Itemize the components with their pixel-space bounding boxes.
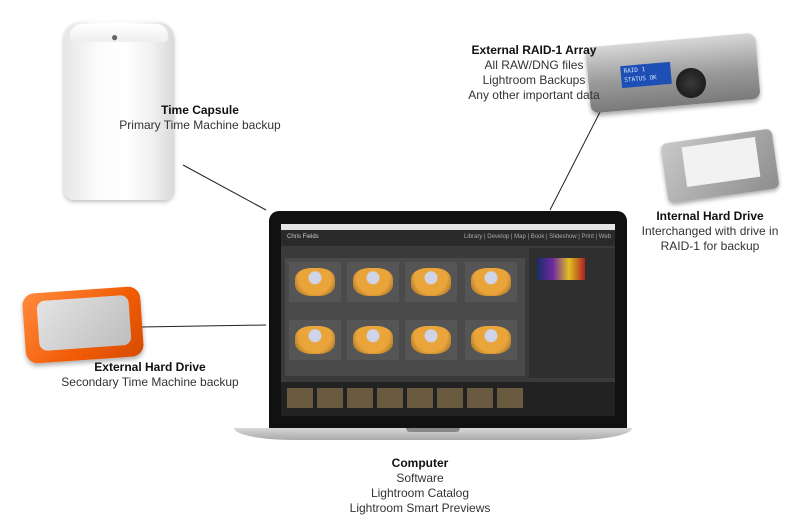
- grid-thumbnail: [289, 320, 341, 360]
- time-capsule-line-1: Primary Time Machine backup: [119, 118, 281, 132]
- filmstrip-thumbnail: [437, 388, 463, 408]
- filmstrip-thumbnail: [467, 388, 493, 408]
- grid-thumbnail: [289, 262, 341, 302]
- grid-thumbnail: [405, 262, 457, 302]
- raid-control-button-icon: [676, 68, 706, 98]
- lightroom-module-picker: Library | Develop | Map | Book | Slidesh…: [464, 234, 611, 240]
- external-hard-drive-cover: [36, 294, 132, 352]
- laptop-screen: Chris Fields Library | Develop | Map | B…: [281, 224, 615, 416]
- computer-title: Computer: [391, 456, 449, 470]
- laptop-base-notch: [406, 428, 460, 432]
- filmstrip-thumbnail: [287, 388, 313, 408]
- external-hdd-title: External Hard Drive: [94, 360, 206, 374]
- apple-logo-icon: ●: [111, 30, 119, 44]
- internal-hdd-line-2: RAID-1 for backup: [660, 239, 760, 253]
- grid-thumbnail: [465, 320, 517, 360]
- grid-thumbnail: [347, 320, 399, 360]
- time-capsule-device: [64, 22, 174, 200]
- lightroom-identity-plate: Chris Fields: [287, 234, 319, 240]
- lightroom-header: [281, 230, 615, 246]
- line-time-capsule: [182, 164, 267, 211]
- raid-title: External RAID-1 Array: [471, 43, 597, 57]
- grid-thumbnail: [465, 262, 517, 302]
- internal-hdd-title: Internal Hard Drive: [656, 209, 764, 223]
- filmstrip-thumbnail: [407, 388, 433, 408]
- raid-line-2: Lightroom Backups: [482, 73, 586, 87]
- grid-thumbnail: [405, 320, 457, 360]
- lightroom-menubar: [281, 224, 615, 230]
- lightroom-histogram: [537, 258, 585, 280]
- time-capsule-top: [70, 24, 168, 42]
- raid-label: External RAID-1 Array All RAW/DNG files …: [448, 43, 620, 103]
- internal-hdd-line-1: Interchanged with drive in: [641, 224, 779, 238]
- filmstrip-thumbnail: [377, 388, 403, 408]
- lightroom-photo-grid: [285, 258, 525, 376]
- filmstrip-thumbnail: [497, 388, 523, 408]
- internal-hdd-label: Internal Hard Drive Interchanged with dr…: [630, 209, 790, 254]
- computer-label: Computer Software Lightroom Catalog Ligh…: [320, 456, 520, 516]
- line-raid: [549, 111, 601, 211]
- external-hdd-label: External Hard Drive Secondary Time Machi…: [50, 360, 250, 390]
- filmstrip-thumbnail: [347, 388, 373, 408]
- time-capsule-label: Time Capsule Primary Time Machine backup: [110, 103, 290, 133]
- external-hdd-line-1: Secondary Time Machine backup: [61, 375, 239, 389]
- time-capsule-title: Time Capsule: [161, 103, 239, 117]
- computer-line-1: Software: [396, 471, 444, 485]
- grid-thumbnail: [347, 262, 399, 302]
- raid-line-1: All RAW/DNG files: [484, 58, 584, 72]
- laptop-base: [234, 428, 632, 440]
- filmstrip-thumbnail: [317, 388, 343, 408]
- line-external-hdd: [139, 324, 267, 328]
- computer-line-2: Lightroom Catalog: [370, 486, 470, 500]
- raid-line-3: Any other important data: [468, 88, 600, 102]
- computer-line-3: Lightroom Smart Previews: [349, 501, 491, 515]
- raid-lcd-display: RAID 1 STATUS OK: [620, 61, 672, 89]
